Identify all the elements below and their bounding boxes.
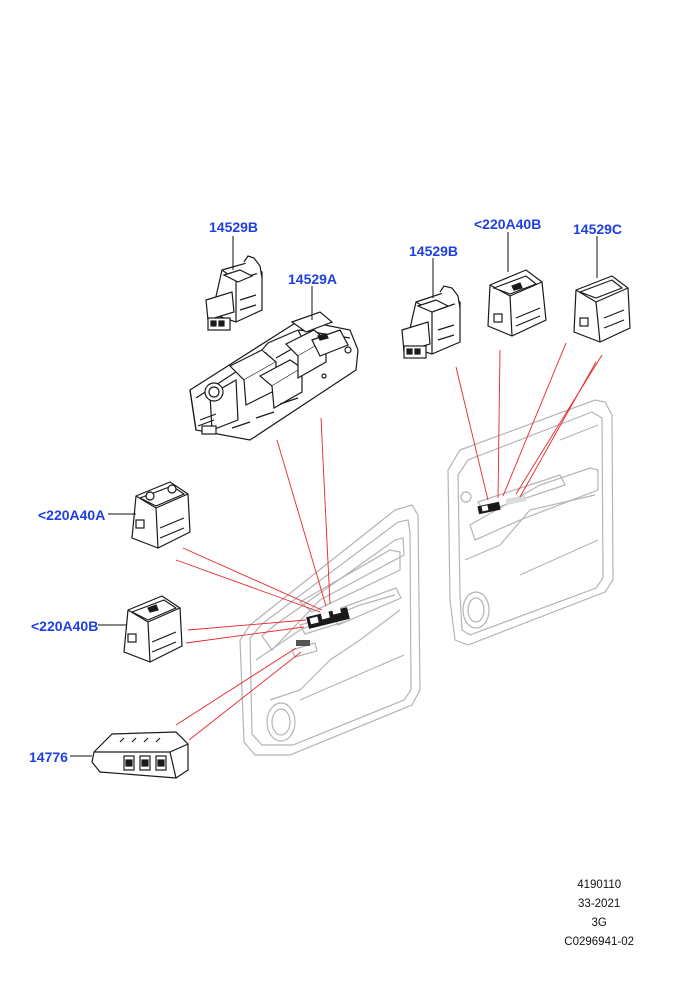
callout-14776[interactable]: 14776 [29, 749, 68, 765]
callout-220a40b-lower[interactable]: <220A40B [31, 618, 99, 634]
callout-14529b-left[interactable]: 14529B [209, 219, 259, 235]
part-220a40a-switch[interactable] [131, 481, 191, 549]
callout-220a40b-top[interactable]: <220A40B [474, 216, 542, 232]
part-14529c-switch[interactable] [573, 275, 631, 343]
front-door-switch-pack [296, 606, 350, 646]
callout-14529b-right[interactable]: 14529B [409, 243, 459, 259]
front-door-panel [239, 504, 421, 756]
callout-ticks [70, 232, 598, 757]
callout-14529c[interactable]: 14529C [573, 221, 623, 237]
part-220a40b-lower-switch[interactable] [123, 595, 183, 663]
leader-lines [175, 342, 603, 741]
reference-line-2: 33-2021 [578, 898, 621, 910]
reference-block: 4190110 33-2021 3G C0296941-02 [564, 876, 634, 952]
part-14529a-master-switch-pack[interactable] [189, 311, 359, 441]
part-220a40b-top-switch[interactable] [487, 269, 547, 337]
reference-line-3: 3G [591, 917, 607, 929]
reference-line-4: C0296941-02 [564, 936, 634, 948]
callout-14529a[interactable]: 14529A [288, 271, 338, 287]
reference-line-1: 4190110 [577, 879, 622, 891]
callout-220a40a[interactable]: <220A40A [38, 507, 106, 523]
rear-door-switch [477, 494, 527, 515]
part-14776-switch-block[interactable] [91, 731, 189, 779]
part-14529b-left-switch[interactable] [205, 255, 263, 331]
part-14529b-right-switch[interactable] [401, 285, 461, 359]
